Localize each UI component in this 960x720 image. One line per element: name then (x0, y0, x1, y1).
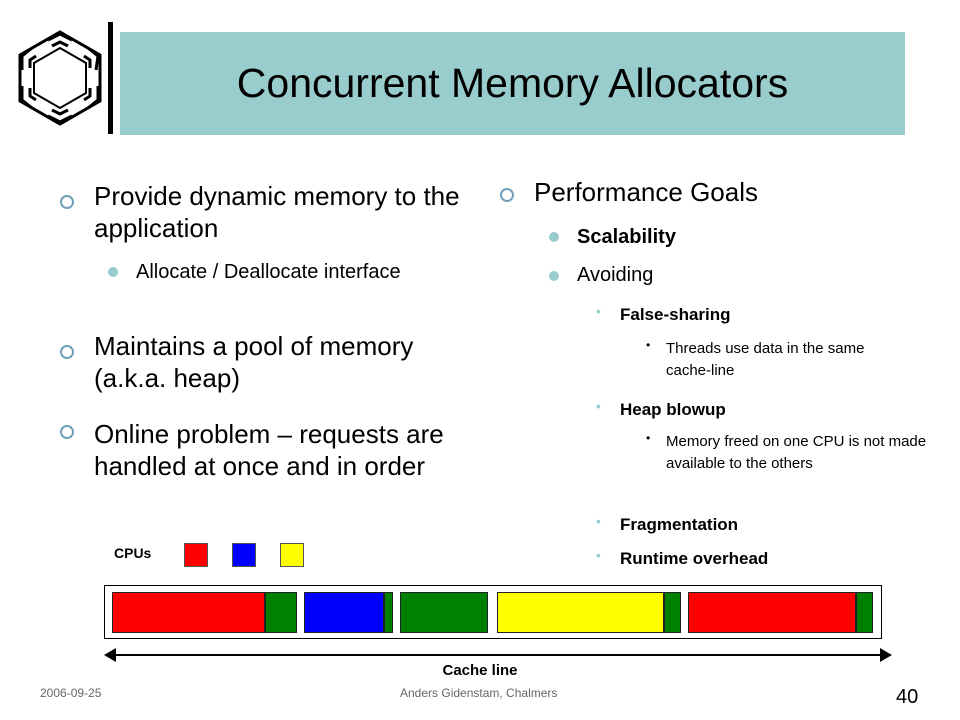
goal-scalability: Scalability (577, 226, 676, 248)
slide-title: Concurrent Memory Allocators (236, 60, 789, 106)
bullet-small-icon: • (596, 303, 601, 319)
bullet-tiny-icon: • (646, 431, 651, 445)
cache-line-label: Cache line (442, 662, 518, 679)
avoid-fragmentation: Fragmentation (620, 515, 739, 534)
cache-segment (400, 592, 488, 633)
avoid-runtime-overhead: Runtime overhead (620, 549, 769, 568)
bullet-pool: Maintains a pool of memory (a.k.a. heap) (94, 331, 414, 393)
detail-heap-blowup: Memory freed on one CPU is not made avai… (666, 433, 927, 472)
bullet-ring-icon (60, 425, 74, 439)
avoid-false-sharing: False-sharing (620, 305, 731, 324)
detail-false-sharing: Threads use data in the same cache-line (666, 340, 865, 379)
bullet-ring-icon (500, 188, 514, 202)
bullet-online-problem: Online problem – requests are handled at… (94, 419, 444, 481)
cache-segment (664, 592, 681, 633)
cache-segment (856, 592, 873, 633)
title-divider (108, 22, 113, 134)
goal-avoiding: Avoiding (577, 264, 654, 286)
sub-bullet-allocate: Allocate / Deallocate interface (136, 261, 401, 283)
arrow-left-icon (104, 648, 116, 662)
bullet-dynamic-memory: Provide dynamic memory to the applicatio… (94, 181, 460, 243)
bullet-dot-icon (549, 271, 559, 281)
bullet-small-icon: • (596, 513, 601, 529)
cpu-box-blue (232, 543, 256, 567)
bullet-ring-icon (60, 345, 74, 359)
bullet-dot-icon (549, 232, 559, 242)
bullet-tiny-icon: • (646, 338, 651, 352)
cache-segment (688, 592, 856, 633)
cache-segment (304, 592, 384, 633)
cache-segment (112, 592, 265, 633)
bullet-ring-icon (60, 195, 74, 209)
bullet-performance-goals: Performance Goals (534, 177, 758, 207)
bullet-small-icon: • (596, 547, 601, 563)
bullet-dot-icon (108, 267, 118, 277)
cpu-box-yellow (280, 543, 304, 567)
cpu-box-red (184, 543, 208, 567)
chalmers-logo-icon (18, 30, 102, 126)
cache-segment (497, 592, 664, 633)
footer-date: 2006-09-25 (40, 686, 102, 700)
title-bar: Concurrent Memory Allocators (120, 32, 905, 135)
arrow-right-icon (880, 648, 892, 662)
cache-segment (265, 592, 297, 633)
cache-line-arrow (112, 654, 882, 656)
cpus-label: CPUs (114, 545, 152, 561)
bullet-small-icon: • (596, 398, 601, 414)
cache-segment (384, 592, 393, 633)
avoid-heap-blowup: Heap blowup (620, 400, 726, 419)
footer-author: Anders Gidenstam, Chalmers (400, 686, 558, 700)
page-number: 40 (896, 686, 919, 708)
